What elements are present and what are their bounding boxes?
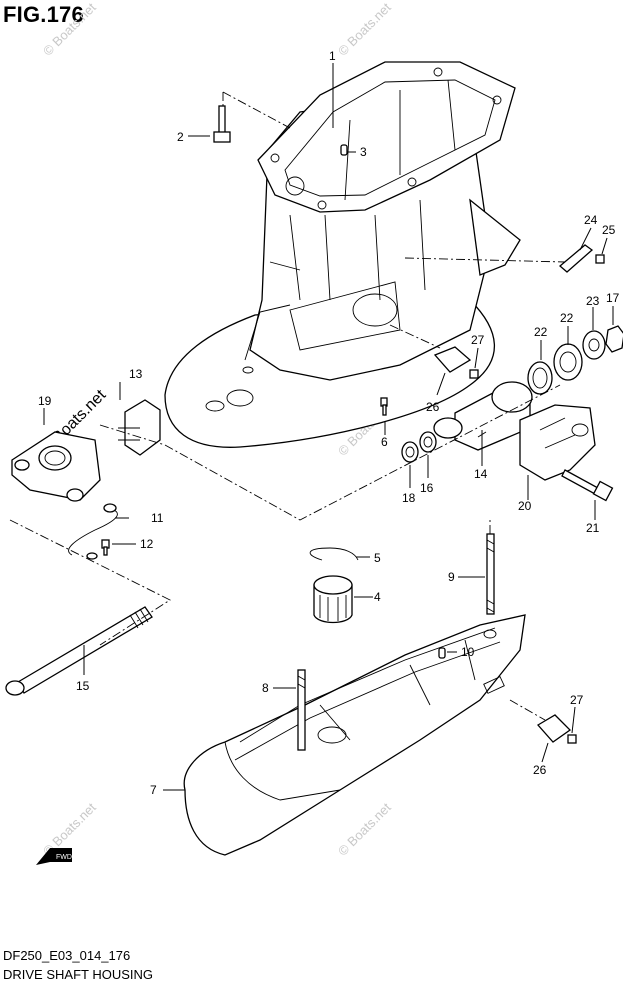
bolt-part-25 bbox=[595, 254, 605, 264]
callout-8: 8 bbox=[262, 681, 269, 695]
seal-part-13 bbox=[118, 399, 161, 456]
fwd-label: FWD bbox=[56, 854, 72, 861]
callout-3: 3 bbox=[360, 145, 367, 159]
long-stud-part-15 bbox=[5, 606, 153, 696]
alignment-lines bbox=[9, 91, 566, 721]
bolt-part-2 bbox=[213, 105, 231, 143]
callout-22a: 22 bbox=[534, 325, 548, 339]
screw-part-6 bbox=[380, 397, 388, 416]
callout-18: 18 bbox=[402, 491, 416, 505]
plate-part-26-lower bbox=[536, 714, 572, 743]
callout-23: 23 bbox=[586, 294, 600, 308]
callout-26-upper: 26 bbox=[426, 400, 440, 414]
fwd-arrow-icon: FWD bbox=[36, 848, 72, 865]
callout-24: 24 bbox=[584, 213, 598, 227]
callout-11: 11 bbox=[151, 511, 164, 525]
callout-9: 9 bbox=[448, 570, 455, 584]
bolt-part-21 bbox=[561, 469, 614, 502]
leader-lines bbox=[43, 63, 614, 791]
nut-part-17 bbox=[605, 325, 623, 353]
plate-part-24 bbox=[558, 244, 594, 273]
callout-25: 25 bbox=[602, 223, 616, 237]
callout-26-lower: 26 bbox=[533, 763, 547, 777]
callout-27-lower: 27 bbox=[570, 693, 584, 707]
callout-16: 16 bbox=[420, 481, 434, 495]
callout-20: 20 bbox=[518, 499, 532, 513]
bolt-part-27-upper bbox=[469, 369, 479, 379]
callout-1: 1 bbox=[329, 49, 336, 63]
callout-12: 12 bbox=[140, 537, 154, 551]
callout-7: 7 bbox=[150, 783, 157, 797]
spacer-part-22b bbox=[553, 343, 583, 381]
screw-part-12 bbox=[101, 539, 110, 556]
spacer-part-22a bbox=[527, 361, 553, 395]
callout-14: 14 bbox=[474, 467, 488, 481]
clamp-part-19 bbox=[11, 431, 101, 502]
callout-19: 19 bbox=[38, 394, 52, 408]
diagram-code: DF250_E03_014_176 bbox=[3, 948, 131, 963]
lower-housing-part-7 bbox=[183, 614, 526, 856]
callout-10: 10 bbox=[461, 645, 475, 659]
callout-15: 15 bbox=[76, 679, 90, 693]
callout-4: 4 bbox=[374, 590, 381, 604]
callout-17: 17 bbox=[606, 291, 620, 305]
bolt-part-27-lower bbox=[567, 734, 577, 744]
bracket-part-20 bbox=[519, 404, 596, 481]
callout-27-upper: 27 bbox=[471, 333, 485, 347]
bushing-part-4 bbox=[313, 575, 353, 624]
clip-part-5 bbox=[309, 547, 359, 561]
dowel-pin-part-3 bbox=[340, 144, 348, 156]
callout-5: 5 bbox=[374, 551, 381, 565]
sleeve-part-14 bbox=[433, 381, 533, 451]
diagram-name: DRIVE SHAFT HOUSING bbox=[3, 967, 154, 982]
washer-part-18 bbox=[401, 441, 419, 463]
plate-part-26-upper bbox=[433, 346, 472, 373]
drive-shaft-housing-upper bbox=[164, 61, 521, 448]
callout-22b: 22 bbox=[560, 311, 574, 325]
figure-title: FIG.176 bbox=[3, 2, 84, 27]
washer-part-16 bbox=[419, 431, 437, 453]
callout-labels: 1 2 3 19 13 6 11 12 15 14 16 18 20 21 22… bbox=[38, 49, 620, 797]
callout-2: 2 bbox=[177, 130, 184, 144]
callout-6: 6 bbox=[381, 435, 388, 449]
stud-part-8 bbox=[297, 669, 306, 751]
dowel-pin-part-10 bbox=[438, 647, 446, 659]
washer-part-23 bbox=[582, 330, 606, 360]
callout-21: 21 bbox=[586, 521, 600, 535]
stud-part-9 bbox=[486, 533, 495, 615]
callout-13: 13 bbox=[129, 367, 143, 381]
grounding-wire-part-11 bbox=[68, 503, 118, 560]
